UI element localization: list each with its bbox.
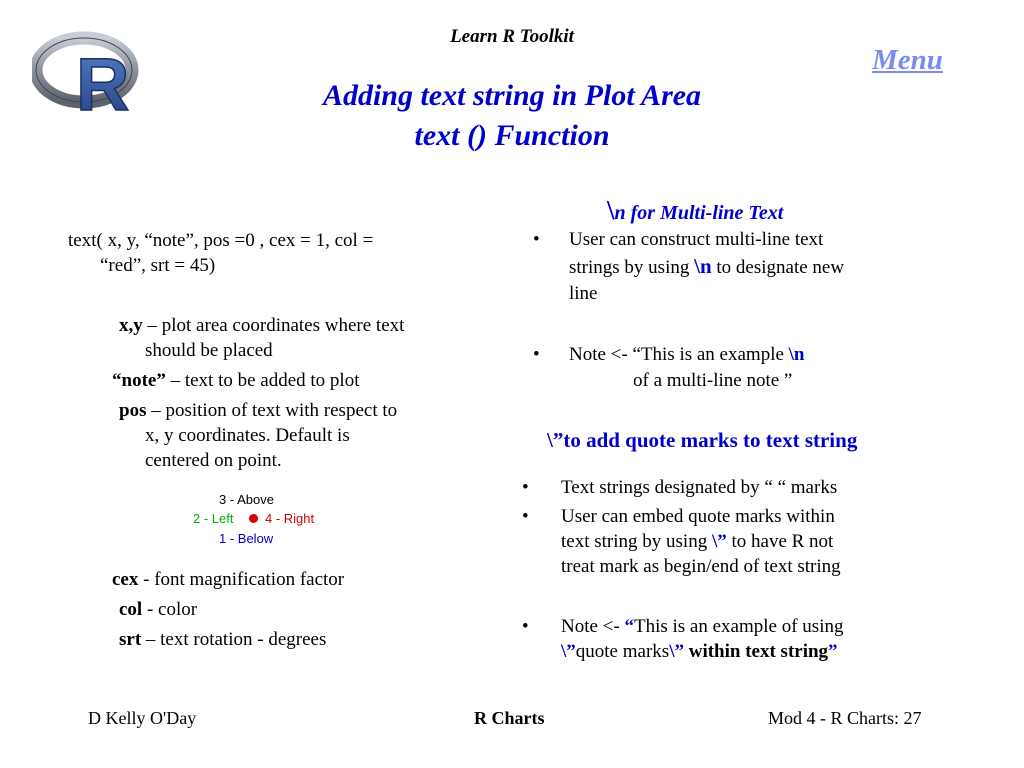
bullet-line: User can construct multi-line text [569, 229, 824, 250]
signature-line1: text( x, y, “note”, pos =0 , cex = 1, co… [68, 230, 374, 251]
param-srt: srt – text rotation - degrees [119, 627, 479, 652]
pos-above-label: 3 - Above [219, 492, 274, 507]
param-term: pos [119, 400, 147, 421]
slide-title: Adding text string in Plot Area text () … [0, 76, 1024, 156]
pos-below-label: 1 - Below [219, 531, 274, 546]
backslash-glyph: \ [607, 195, 615, 225]
code-newline: \n [694, 254, 712, 278]
r-logo: R [32, 31, 139, 116]
bullet-line: to designate new [711, 257, 845, 278]
footer-center-title: R Charts [474, 708, 545, 728]
bullet-line: line [569, 283, 598, 304]
bullet-line: text string by using [561, 531, 712, 552]
bullet-quote-1: • Text strings designated by “ “ marks [522, 475, 922, 501]
param-term: x,y [119, 315, 143, 336]
bullet-dot: • [533, 229, 540, 250]
code-escaped-quote: \” [711, 531, 727, 552]
param-cex: cex - font magnification factor [112, 567, 472, 592]
param-desc-cont: x, y coordinates. Default is [145, 425, 350, 446]
toolkit-title: Learn R Toolkit [450, 26, 574, 47]
slide-title-line2: text () Function [414, 119, 610, 152]
code-quote: ” [828, 641, 838, 662]
code-newline: \n [788, 344, 805, 365]
bullet-line: of a multi-line note ” [633, 370, 793, 391]
bullet-dot: • [522, 616, 529, 637]
bullet-multiline-1: • User can construct multi-line text str… [533, 227, 913, 307]
signature-line2: “red”, srt = 45) [100, 255, 216, 276]
slide-title-line1: Adding text string in Plot Area [322, 79, 702, 112]
bullet-quote-2: • User can embed quote marks within text… [522, 504, 922, 579]
section-multiline-heading: \n for Multi-line Text [607, 195, 783, 226]
function-signature: text( x, y, “note”, pos =0 , cex = 1, co… [68, 228, 468, 278]
section-quote-heading: \”to add quote marks to text string [547, 428, 858, 452]
bullet-line: User can embed quote marks within [561, 506, 835, 527]
bullet-line: Note <- [561, 616, 625, 637]
section-heading-text: n for Multi-line Text [614, 202, 784, 224]
param-desc-cont: centered on point. [145, 450, 282, 471]
param-desc: – plot area coordinates where text [142, 315, 405, 336]
param-desc-cont: should be placed [145, 340, 273, 361]
pos-right-label: 4 - Right [265, 511, 315, 526]
param-term: srt [119, 629, 142, 650]
pos-point-marker [249, 514, 258, 523]
param-desc: – position of text with respect to [146, 400, 398, 421]
param-term: “note” [112, 370, 166, 391]
bullet-dot: • [522, 506, 529, 527]
bullet-line: This is an example of using [633, 616, 844, 637]
footer-page-number: Mod 4 - R Charts: 27 [768, 708, 922, 728]
bullet-quote-3: • Note <- “This is an example of using \… [522, 614, 922, 664]
bullet-line: strings by using [569, 257, 695, 278]
bullet-line: quote marks [575, 641, 670, 662]
param-xy: x,y – plot area coordinates where text s… [119, 313, 479, 363]
bullet-bold-text: within text string [683, 641, 829, 662]
pos-left-label: 2 - Left [193, 511, 234, 526]
param-term: cex [112, 569, 139, 590]
param-col: col - color [119, 597, 479, 622]
bullet-dot: • [522, 477, 529, 498]
bullet-line: Note <- “This is an example [569, 344, 789, 365]
param-desc: - color [142, 599, 198, 620]
bullet-dot: • [533, 344, 540, 365]
bullet-line: treat mark as begin/end of text string [561, 556, 841, 577]
bullet-line: Text strings designated by “ “ marks [561, 477, 838, 498]
svg-text:R: R [76, 43, 129, 116]
param-term: col [119, 599, 143, 620]
param-desc: – text to be added to plot [165, 370, 360, 391]
code-quote: “ [624, 616, 634, 637]
menu-link[interactable]: Menu [872, 44, 943, 76]
position-figure: 3 - Above 2 - Left 4 - Right 1 - Below [190, 492, 330, 552]
param-desc: – text rotation - degrees [141, 629, 327, 650]
footer-author: D Kelly O'Day [88, 708, 197, 728]
code-escaped-quote: \” [669, 641, 684, 662]
param-desc: - font magnification factor [138, 569, 345, 590]
param-note: “note” – text to be added to plot [112, 368, 472, 393]
param-pos: pos – position of text with respect to x… [119, 398, 479, 473]
bullet-line: to have R not [726, 531, 834, 552]
bullet-multiline-2: • Note <- “This is an example \n of a mu… [533, 342, 913, 394]
code-escaped-quote: \” [561, 641, 576, 662]
